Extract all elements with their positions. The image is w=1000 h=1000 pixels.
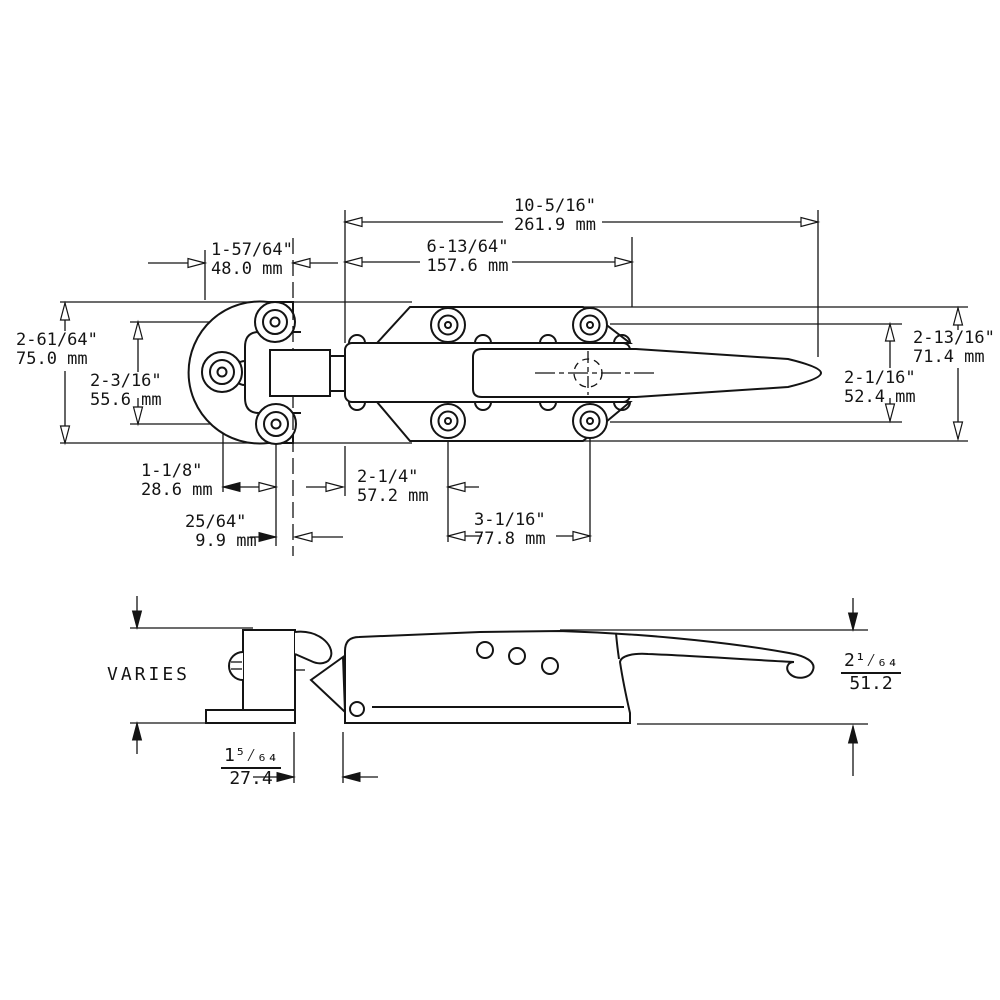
body-screw-hole	[430, 307, 466, 343]
dim-body-hole-spacing: 3-1/16"77.8 mm	[474, 510, 546, 549]
dim-body-first-hole-offset: 2-1/4"57.2 mm	[357, 467, 429, 506]
dim-strike-width: 1-57/64"48.0 mm	[211, 240, 293, 279]
strike-screw-head	[228, 651, 244, 681]
body-front-face	[615, 632, 620, 660]
body-screw-hole	[572, 307, 608, 343]
body-pivot-hole	[349, 701, 365, 717]
body-screw-hole	[572, 403, 608, 439]
strike-screw-hole	[255, 403, 297, 445]
strike-screw-hole	[201, 351, 243, 393]
center-mark	[535, 351, 658, 395]
strike-base-flange	[205, 709, 296, 724]
top-view	[59, 210, 968, 556]
strike-screw-hole	[254, 301, 296, 343]
latch-tongue	[269, 349, 348, 397]
side-strike	[205, 629, 333, 724]
dim-strike-plate-height: 2-61/64"75.0 mm	[16, 330, 98, 369]
side-arrowheads	[131, 610, 859, 783]
latch-hook-wedge	[309, 655, 347, 715]
body-edge-bumps	[348, 334, 631, 411]
strike-block	[242, 629, 296, 711]
side-body-and-handle	[344, 629, 815, 724]
dim-handle-height: 2-1/16"52.4 mm	[844, 368, 916, 407]
side-view	[130, 596, 868, 783]
dim-overall-length: 10-5/16"261.9 mm	[514, 196, 596, 235]
dim-strike-hole-offset: 1-1/8"28.6 mm	[141, 461, 213, 500]
dim-door-thickness: VARIES	[107, 664, 191, 685]
extension-lines	[60, 210, 968, 546]
body-screw-hole	[430, 403, 466, 439]
adjustment-holes	[476, 641, 559, 675]
arrowheads	[59, 216, 964, 543]
dim-body-plate-height: 2-13/16"71.4 mm	[913, 328, 995, 367]
latch-pin-lobe	[294, 630, 333, 665]
dim-body-length: 6-13/64"157.6 mm	[426, 237, 509, 276]
dim-strike-edge-gap: 25/64" 9.9 mm	[185, 512, 257, 551]
dim-strike-hole-spacing: 2-3/16"55.6 mm	[90, 371, 162, 410]
